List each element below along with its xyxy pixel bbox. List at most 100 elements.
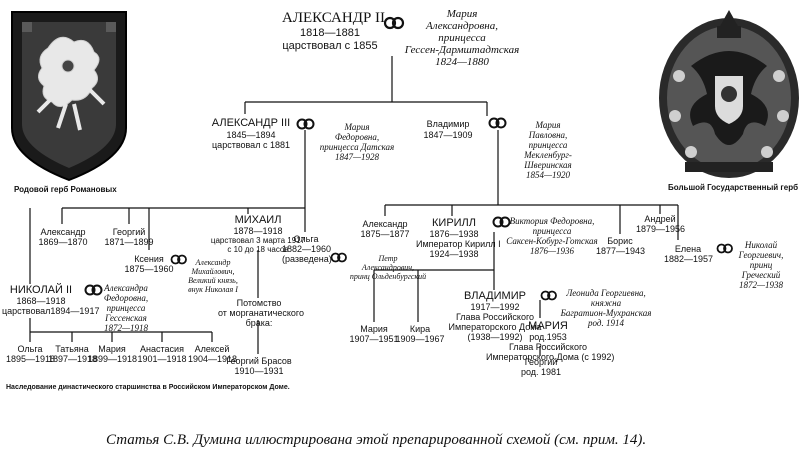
person-name: Георгий	[112, 227, 146, 237]
person-name: Татьяна	[55, 344, 89, 354]
note-line: брака:	[245, 318, 273, 328]
person-nicholas-ii: НИКОЛАЙ II 1868—1918 царствовал1894—1917	[2, 284, 100, 316]
spouse-line: род. 1914	[588, 318, 624, 328]
person-years: род.1953	[529, 332, 567, 342]
person-years: род. 1981	[520, 367, 562, 377]
person-years: 1907—1951	[349, 334, 399, 344]
spouse-line: Мария	[535, 120, 561, 130]
spouse-line: принцесса	[528, 140, 568, 150]
spouse-maria-fedorovna: Мария Федоровна, принцесса Датская 1847—…	[314, 122, 400, 162]
person-years: 1897—1918	[48, 354, 98, 364]
spouse-line: Петр	[378, 254, 398, 263]
person-name: Александр	[362, 219, 408, 229]
marriage-rings-icon	[84, 284, 103, 296]
spouse-nikolai-greek: Николай Георгиевич, принц Греческий 1872…	[732, 240, 790, 290]
person-mikhail: МИХАИЛ 1878—1918 царствовал 3 марта 1917…	[210, 214, 306, 254]
person-name: МИХАИЛ	[234, 214, 282, 226]
spouse-line: внук Николая I	[188, 285, 238, 294]
spouse-line: Александра	[104, 283, 148, 293]
footnote: Статья С.В. Думина иллюстрирована этой п…	[106, 432, 647, 448]
coat-left-caption: Родовой герб Романовых	[14, 185, 117, 194]
person-years: 1909—1967	[395, 334, 445, 344]
person-georgiy-brasov: Георгий Брасов 1910—1931	[224, 356, 294, 376]
spouse-line: Гессен-Дармштадтская	[404, 44, 520, 56]
person-vladimir-k: ВЛАДИМИР 1917—1992 Глава Российского Имп…	[446, 290, 544, 342]
person-title: Глава Российского	[508, 342, 588, 352]
person-title: Императорского Дома (с 1992)	[486, 352, 615, 362]
person-name: Мария	[360, 324, 388, 334]
person-name: ВЛАДИМИР	[464, 290, 526, 302]
spouse-line: принц	[749, 260, 773, 270]
person-reign: 1924—1938	[429, 249, 479, 259]
alexander-iii-years: 1845—1894	[226, 130, 276, 140]
person-boris: Борис 1877—1943	[596, 236, 645, 256]
great-state-coat-of-arms-icon	[659, 10, 799, 178]
spouse-line: Мария	[344, 122, 370, 132]
person-name: Георгий Брасов	[226, 356, 292, 366]
marriage-rings-icon	[540, 290, 557, 301]
person-title: Глава Российского	[455, 312, 535, 322]
person-name: Анастасия	[140, 344, 184, 354]
person-title: (1938—1992)	[467, 332, 523, 342]
spouse-line: Гессенская	[105, 313, 147, 323]
spouse-line: принцесса	[532, 226, 572, 236]
person-olga-a3: Ольга 1882—1960 (разведена)	[282, 234, 332, 264]
person-name: КИРИЛЛ	[432, 217, 476, 229]
person-note: (разведена)	[282, 254, 332, 264]
coat-right-caption: Большой Государственный герб	[668, 183, 799, 192]
person-years: 1875—1877	[360, 229, 410, 239]
person-andrei: Андрей 1879—1956	[636, 214, 685, 234]
spouse-alexandra: Александра Федоровна, принцесса Гессенск…	[96, 283, 156, 333]
spouse-line: Михайлович,	[191, 267, 235, 276]
person-alexandr-a3: Александр 1869—1870	[38, 227, 88, 247]
person-name: Ольга	[293, 234, 319, 244]
person-elena: Елена 1882—1957	[664, 244, 714, 264]
spouse-alexandr-mikh: Александр Михайлович, Великий князь, вну…	[184, 258, 242, 294]
spouse-line: 1876—1936	[529, 246, 574, 256]
spouse-line: Федоровна,	[103, 293, 149, 303]
person-reign: царствовал 3 марта 1917	[210, 236, 306, 245]
spouse-line: Шверинская	[524, 160, 572, 170]
person-georgiy-a3: Георгий 1871—1899	[104, 227, 154, 247]
spouse-line: Леонида Георгиевна,	[566, 288, 646, 298]
spouse-line: Павловна,	[528, 130, 568, 140]
person-reign: с 10 до 18 часов	[227, 245, 289, 254]
spouse-line: принцесса	[106, 303, 146, 313]
spouse-line: 1872—1938	[738, 280, 783, 290]
spouse-line: Багратион-Мухранская	[560, 308, 652, 318]
spouse-victoria: Виктория Федоровна, принцесса Саксен-Коб…	[504, 216, 600, 256]
marriage-rings-icon	[488, 117, 507, 129]
marriage-rings-icon	[716, 243, 733, 254]
person-ksenia: Ксения 1875—1960	[124, 254, 174, 274]
note-line: от морганатического	[218, 308, 304, 318]
spouse-maria-hessen: Мария Александровна, принцесса Гессен-Да…	[404, 8, 520, 68]
marriage-rings-icon	[170, 254, 187, 265]
person-alexei: Алексей 1904—1918	[188, 344, 237, 364]
spouse-line: Мекленбург-	[524, 150, 572, 160]
person-years: 1868—1918	[16, 296, 66, 306]
spouse-line: Саксен-Кобург-Готская	[506, 236, 598, 246]
person-tatiana: Татьяна 1897—1918	[48, 344, 98, 364]
person-olga-n2: Ольга 1895—1918	[6, 344, 55, 364]
vladimir-sr-name: Владимир	[426, 119, 470, 129]
person-name: Елена	[674, 244, 702, 254]
person-kira: Кира 1909—1967	[394, 324, 446, 344]
spouse-line: 1854—1920	[525, 170, 570, 180]
person-years: 1899—1918	[88, 354, 138, 364]
spouse-line: 1824—1880	[435, 56, 489, 68]
alexander-ii-reign: царствовал с 1855	[282, 40, 378, 52]
person-years: 1882—1957	[664, 254, 714, 264]
person-name: Мария	[98, 344, 126, 354]
person-name: Георгий	[524, 357, 558, 367]
spouse-line: Великий князь,	[188, 276, 238, 285]
person-years: 1869—1870	[38, 237, 88, 247]
person-reign: царствовал1894—1917	[2, 306, 100, 316]
spouse-line: принц Ольденбургский	[349, 272, 427, 281]
spouse-line: принцесса	[438, 32, 486, 44]
spouse-line: Виктория Федоровна,	[509, 216, 595, 226]
spouse-line: Федоровна,	[334, 132, 380, 142]
person-name: МАРИЯ	[528, 320, 568, 332]
person-name: Алексей	[194, 344, 230, 354]
morganatic-note: Потомство от морганатического брака:	[218, 298, 304, 328]
